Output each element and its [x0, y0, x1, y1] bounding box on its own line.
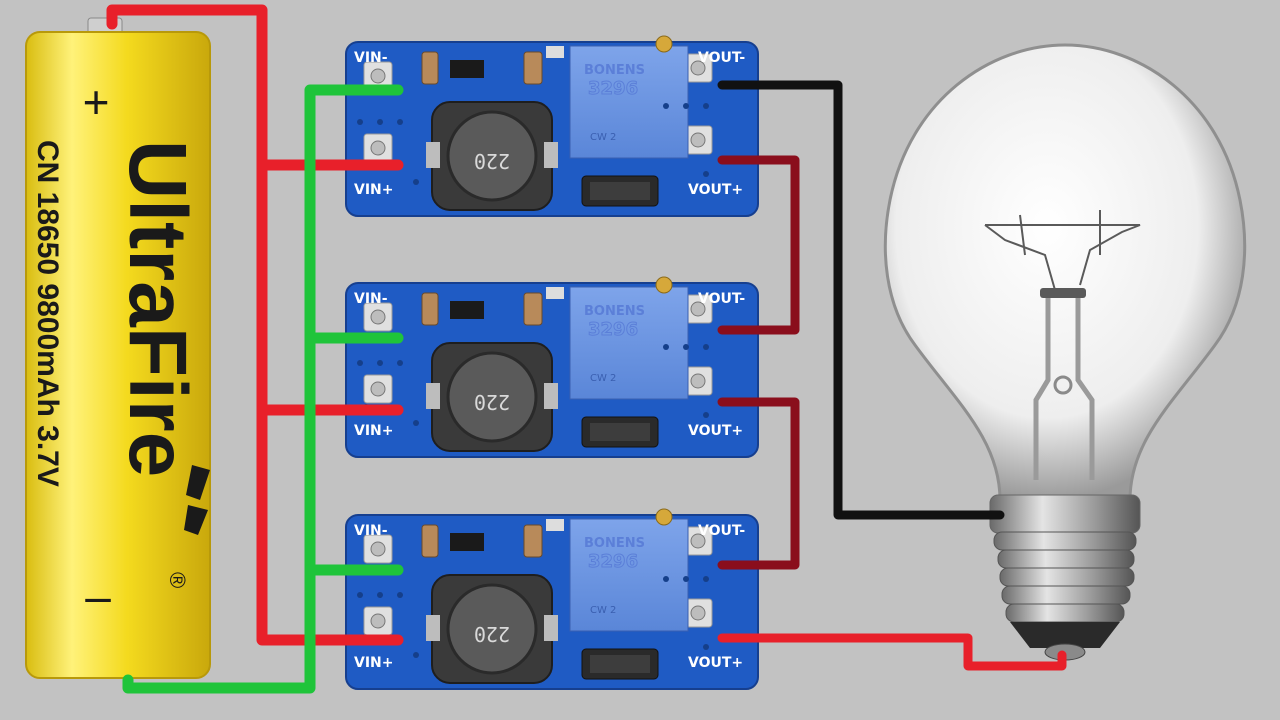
- inductor-code: 220: [474, 149, 510, 173]
- wire-battery-negative-bus: [122, 84, 404, 694]
- trimmer-potentiometer[interactable]: [569, 286, 689, 400]
- pot-brand: BONENS: [584, 536, 645, 551]
- battery-registered-mark: ®: [165, 572, 190, 588]
- pot-brand: BONENS: [584, 304, 645, 319]
- label-vin-minus: VIN-: [354, 523, 388, 539]
- label-vout-plus: VOUT+: [688, 423, 743, 439]
- pot-mark: CW 2: [590, 373, 616, 384]
- battery-logo-icon: [184, 465, 210, 535]
- battery-minus-symbol: –: [85, 570, 111, 622]
- trimmer-screw[interactable]: [655, 35, 673, 53]
- trimmer-potentiometer[interactable]: [569, 45, 689, 159]
- ic-chip: [450, 533, 484, 551]
- wire-output-positive: [717, 633, 1067, 671]
- wire-series-link-1: [717, 155, 800, 335]
- label-vout-minus: VOUT-: [698, 523, 745, 539]
- battery-18650: + – UltraFire CN 18650 9800mAh 3.7V ®: [25, 17, 211, 679]
- bulb-filament: [984, 210, 1141, 291]
- trimmer-screw[interactable]: [655, 276, 673, 294]
- label-vin-plus: VIN+: [354, 655, 394, 671]
- label-vin-minus: VIN-: [354, 50, 388, 66]
- wire-series-link-2: [717, 397, 800, 570]
- trimmer-screw[interactable]: [655, 508, 673, 526]
- wiring: [106, 4, 1067, 694]
- bulb-collar: [989, 494, 1141, 534]
- pot-mark: CW 2: [590, 132, 616, 143]
- pot-model: 3296: [588, 551, 638, 572]
- battery-brand: UltraFire: [112, 140, 203, 477]
- bulb-stem: [1033, 298, 1095, 480]
- pot-model: 3296: [588, 319, 638, 340]
- pot-mark: CW 2: [590, 605, 616, 616]
- pot-model: 3296: [588, 78, 638, 99]
- inductor-code: 220: [474, 622, 510, 646]
- label-vout-minus: VOUT-: [698, 50, 745, 66]
- label-vout-plus: VOUT+: [688, 182, 743, 198]
- light-bulb-icon: [883, 43, 1247, 661]
- label-vout-minus: VOUT-: [698, 291, 745, 307]
- ic-chip: [450, 301, 484, 319]
- label-vin-minus: VIN-: [354, 291, 388, 307]
- pot-brand: BONENS: [584, 63, 645, 78]
- label-vout-plus: VOUT+: [688, 655, 743, 671]
- bulb-screw-base: [993, 531, 1137, 661]
- inductor-code: 220: [474, 390, 510, 414]
- battery-body: [25, 31, 211, 679]
- ic-chip: [450, 60, 484, 78]
- label-vin-plus: VIN+: [354, 182, 394, 198]
- bulb-filament-holder: [1040, 288, 1086, 298]
- battery-spec: CN 18650 9800mAh 3.7V: [31, 140, 64, 487]
- bulb-glass: [883, 43, 1247, 502]
- trimmer-potentiometer[interactable]: [569, 518, 689, 632]
- wire-output-negative: [717, 80, 1005, 520]
- label-vin-plus: VIN+: [354, 423, 394, 439]
- battery-plus-symbol: +: [83, 76, 110, 128]
